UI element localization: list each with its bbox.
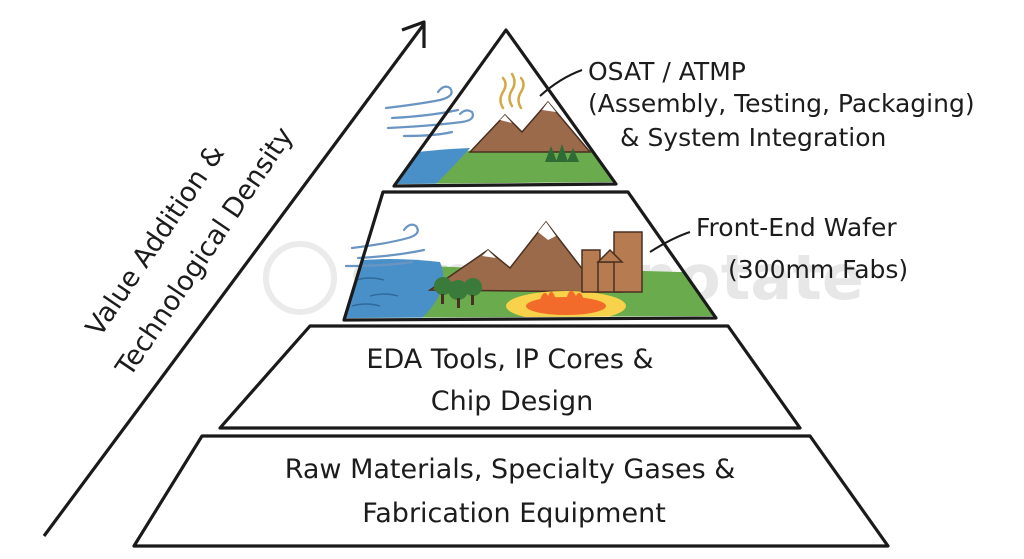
factory-city-icon — [581, 231, 643, 293]
tier-bottom-line2: Fabrication Equipment — [362, 498, 666, 529]
tier-second-label-line2: (300mm Fabs) — [728, 255, 908, 284]
tier-bottom-materials — [132, 434, 890, 548]
tier-bottom-line1: Raw Materials, Specialty Gases & — [285, 454, 736, 485]
wind-icon — [384, 85, 474, 138]
tier-third-design — [218, 324, 802, 430]
value-axis-arrow — [42, 20, 426, 537]
steam-icon — [499, 72, 525, 110]
tier-third-line1: EDA Tools, IP Cores & — [366, 344, 653, 375]
tier-second-illustration — [346, 220, 714, 318]
tier-second-label-line1: Front-End Wafer — [696, 213, 897, 242]
tier-third-line2: Chip Design — [431, 386, 593, 417]
tier-top-label-line1: OSAT / ATMP — [588, 57, 746, 86]
tier-top-label-line3: & System Integration — [620, 123, 886, 152]
tier-second-wafer — [342, 190, 718, 322]
tier-top-label-line2: (Assembly, Testing, Packaging) — [588, 89, 975, 118]
fire-icon — [540, 290, 584, 300]
trees-icon — [434, 277, 482, 308]
wind-icon — [344, 223, 426, 268]
